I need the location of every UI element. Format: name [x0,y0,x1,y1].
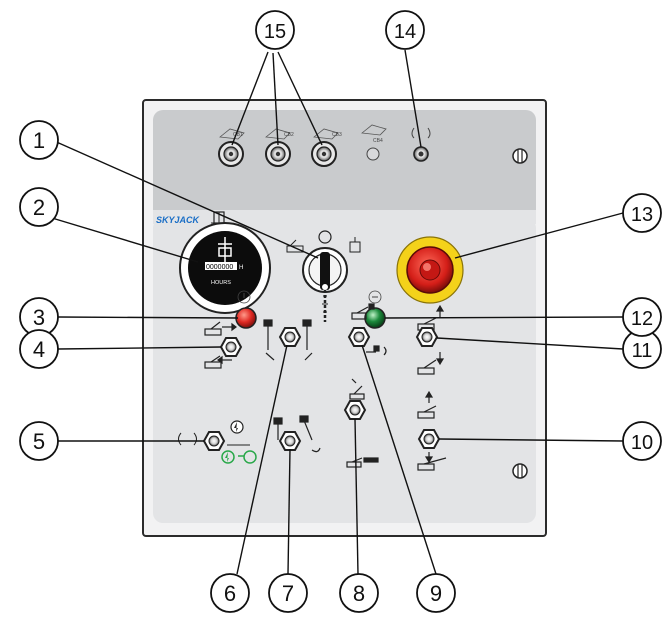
callout-5: 5 [19,421,59,461]
engine-warning-icon [237,290,251,304]
breaker-label: CB3 [332,132,342,138]
callout-number: 13 [631,204,653,226]
boom-toggle-switch[interactable] [347,303,387,356]
callout-2: 2 [19,187,59,227]
steer-toggle-switch[interactable] [263,319,313,361]
platform-mode-icon [349,237,361,253]
power-icon [178,420,257,464]
callout-11: 11 [622,329,662,369]
jib-toggle-switch[interactable] [415,304,445,375]
circuit-breaker-cb4[interactable]: CB4 [360,124,387,161]
callout-number: 5 [33,429,45,454]
lift-toggle-switch[interactable] [417,390,447,471]
callout-number: 1 [33,128,45,153]
circuit-breaker-cb1[interactable]: CB1 [218,128,245,167]
callout-number: 6 [224,581,236,606]
callout-6: 6 [210,573,250,613]
logo-text: SKYJACK [156,215,201,225]
callout-number: 3 [33,305,45,330]
callout-number: 7 [282,581,294,606]
overload-icon [368,290,382,304]
breaker-label: CB1 [233,132,243,138]
boom-lift-icon [351,303,387,356]
callout-12: 12 [622,297,662,337]
callout-number: 15 [264,21,286,43]
callout-15: 15 [255,10,295,50]
callout-4: 4 [19,329,59,369]
power-toggle-switch[interactable] [178,420,257,464]
callout-9: 9 [416,573,456,613]
callout-number: 11 [632,340,653,362]
callout-14: 14 [385,10,425,50]
red-indicator-light [235,290,257,329]
hour-meter-h: H [239,265,243,271]
hour-meter-label: HOURS [211,280,231,286]
breaker-hand-icon [312,128,339,140]
key-off-icon [318,230,332,244]
callout-number: 12 [631,308,653,330]
ground-mode-icon [286,239,304,253]
hour-meter-icon [218,237,232,262]
circuit-breaker-cb3[interactable]: CB3 [311,128,342,167]
breaker-label: CB2 [284,132,294,138]
horn-icon [411,127,431,139]
callout-number: 9 [430,581,442,606]
callout-number: 10 [631,432,653,454]
breaker-hand-icon [360,124,387,136]
steer-icon [263,319,313,361]
hour-meter-digits: 0000000 [206,264,233,271]
breaker-hand-icon [218,128,245,140]
lift-machine-icon [204,321,237,369]
emergency-stop-button[interactable] [396,236,464,304]
rotate-toggle-switch[interactable] [273,415,321,453]
callout-number: 4 [33,337,45,362]
callout-number: 8 [353,581,365,606]
lift-icon [417,390,447,471]
callout-8: 8 [339,573,379,613]
telescope-icon [346,378,379,468]
key-switch[interactable] [286,230,361,322]
mounting-screw-bottom [512,463,528,479]
callout-7: 7 [268,573,308,613]
hour-meter: 0000000 H HOURS [179,222,271,314]
drive-toggle-switch[interactable] [204,321,243,369]
rotate-icon [273,415,321,453]
mounting-screw-top [512,148,528,164]
leader-lines [51,49,624,575]
telescope-toggle-switch[interactable] [343,378,379,468]
callout-number: 2 [33,195,45,220]
callout-13: 13 [622,193,662,233]
breaker-label: CB4 [373,138,383,144]
callout-1: 1 [19,120,59,160]
callout-10: 10 [622,421,662,461]
green-indicator-light [364,290,386,329]
callout-number: 14 [394,21,416,43]
